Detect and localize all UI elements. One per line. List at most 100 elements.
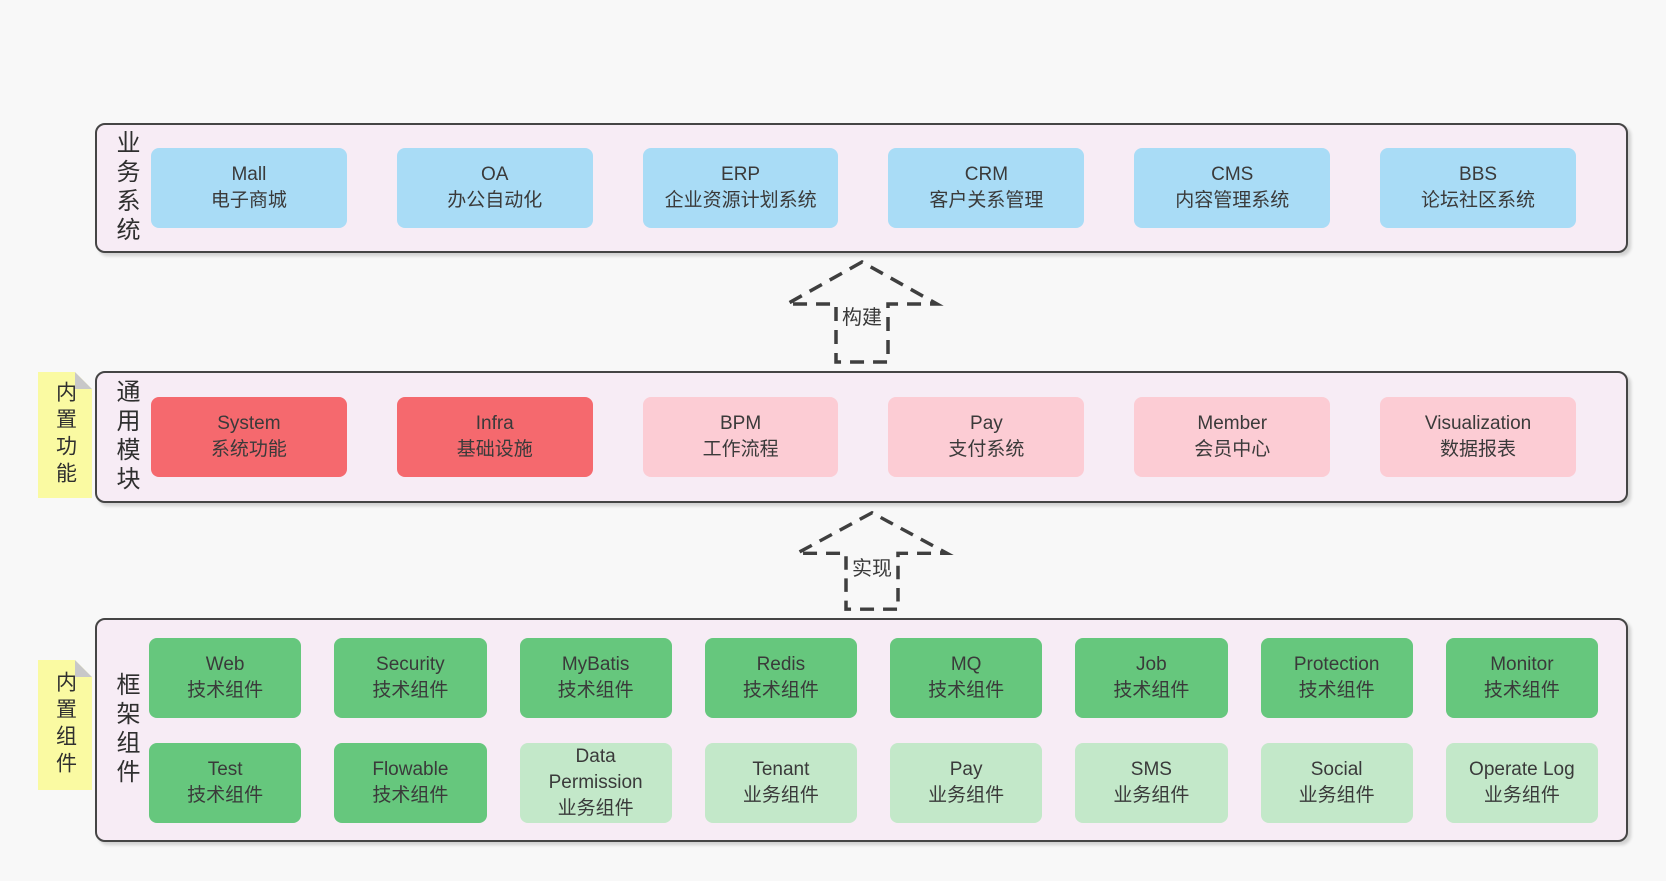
- arrow-build: 构建: [777, 256, 947, 368]
- folded-corner-icon: [75, 660, 92, 677]
- arrow-implement: 实现: [787, 507, 957, 615]
- arrow-build-label: 构建: [839, 300, 885, 331]
- component-desc: 技术组件: [557, 679, 634, 701]
- component-name: Flowable: [372, 758, 449, 780]
- component-box-test: Test 技术组件: [149, 742, 302, 823]
- component-box-tenant: Tenant 业务组件: [704, 742, 857, 823]
- up-arrow-icon: [790, 510, 954, 611]
- component-box-oa: OA 办公自动化: [396, 148, 593, 228]
- component-desc: 技术组件: [372, 784, 449, 806]
- component-desc: 办公自动化: [447, 190, 543, 211]
- component-desc: 技术组件: [372, 679, 449, 701]
- component-desc: 客户关系管理: [929, 190, 1044, 211]
- component-desc: 业务组件: [928, 784, 1005, 806]
- component-box-member: Member 会员中心: [1134, 397, 1331, 477]
- component-name: CRM: [964, 164, 1009, 185]
- component-desc: 业务组件: [1298, 784, 1375, 806]
- component-desc: 论坛社区系统: [1421, 190, 1536, 211]
- tag-built-in-components-label: 内置组件: [53, 671, 77, 779]
- component-box-protection: Protection 技术组件: [1260, 637, 1413, 718]
- component-desc: 会员中心: [1194, 439, 1271, 460]
- panel-business-systems: 业务系统 Mall 电子商城 OA 办公自动化 ERP 企业资源计划系统 CRM 客户关系管理…: [95, 123, 1628, 253]
- component-box-system: System 系统功能: [151, 397, 347, 477]
- component-desc: 技术组件: [928, 679, 1005, 701]
- component-box-flowable: Flowable 技术组件: [334, 742, 487, 823]
- component-desc: 技术组件: [742, 679, 819, 701]
- component-name: MQ: [950, 653, 982, 675]
- component-name: Redis: [756, 653, 806, 675]
- component-box-bbs: BBS 论坛社区系统: [1380, 148, 1576, 228]
- component-name: Job: [1136, 653, 1167, 675]
- layer-label-framework-components: 框架组件: [112, 672, 139, 788]
- component-name: OA: [481, 164, 509, 185]
- tag-built-in-features: 内置功能: [38, 372, 92, 498]
- component-desc: 业务组件: [742, 784, 819, 806]
- component-box-pay: Pay 业务组件: [890, 742, 1043, 823]
- component-name: Monitor: [1490, 653, 1554, 675]
- component-desc: 数据报表: [1440, 439, 1517, 460]
- component-box-sms: SMS 业务组件: [1075, 742, 1228, 823]
- up-arrow-icon: [780, 259, 944, 364]
- component-box-web: Web 技术组件: [149, 637, 302, 718]
- component-desc: 业务组件: [1483, 784, 1560, 806]
- component-desc: 技术组件: [187, 784, 264, 806]
- component-name: Test: [207, 758, 243, 780]
- component-desc: 业务组件: [1113, 784, 1190, 806]
- component-name: Mall: [231, 164, 267, 185]
- tag-built-in-components: 内置组件: [38, 660, 92, 790]
- component-desc: 内容管理系统: [1175, 190, 1290, 211]
- component-desc: 电子商城: [210, 190, 287, 211]
- folded-corner-icon: [75, 372, 92, 389]
- component-box-monitor: Monitor 技术组件: [1445, 637, 1598, 718]
- component-desc: 技术组件: [1483, 679, 1560, 701]
- component-box-cms: CMS 内容管理系统: [1134, 148, 1331, 228]
- component-box-visualization: Visualization 数据报表: [1380, 397, 1576, 477]
- component-box-erp: ERP 企业资源计划系统: [642, 148, 839, 228]
- component-name: Pay: [970, 413, 1003, 434]
- component-name: SMS: [1130, 758, 1172, 780]
- component-name: BPM: [719, 413, 762, 434]
- component-name: Operate Log: [1469, 758, 1575, 780]
- component-box-crm: CRM 客户关系管理: [888, 148, 1085, 228]
- component-name: Social: [1310, 758, 1363, 780]
- component-name: System: [217, 413, 281, 434]
- component-name: MyBatis: [561, 653, 630, 675]
- component-name: ERP: [721, 164, 761, 185]
- component-box-data-permission: Data Permission 业务组件: [519, 742, 672, 823]
- component-desc: 系统功能: [210, 439, 287, 460]
- component-box-job: Job 技术组件: [1075, 637, 1228, 718]
- component-name: Tenant: [752, 758, 810, 780]
- component-name: Data Permission: [548, 745, 643, 793]
- component-name: BBS: [1459, 164, 1498, 185]
- component-name: Pay: [949, 758, 983, 780]
- business-systems-boxes: Mall 电子商城 OA 办公自动化 ERP 企业资源计划系统 CRM 客户关系管理 CMS 内容…: [137, 148, 1626, 228]
- component-box-mall: Mall 电子商城: [151, 148, 347, 228]
- component-box-social: Social 业务组件: [1260, 742, 1413, 823]
- layer-label-business-systems: 业务系统: [112, 130, 139, 246]
- component-name: Member: [1197, 413, 1268, 434]
- component-name: Web: [205, 653, 245, 675]
- component-desc: 技术组件: [1298, 679, 1375, 701]
- component-desc: 技术组件: [1113, 679, 1190, 701]
- layer-label-common-modules: 通用模块: [112, 379, 139, 495]
- component-desc: 业务组件: [557, 797, 634, 819]
- component-box-operate-log: Operate Log 业务组件: [1445, 742, 1598, 823]
- component-desc: 技术组件: [187, 679, 264, 701]
- component-name: Protection: [1293, 653, 1380, 675]
- component-desc: 企业资源计划系统: [664, 190, 817, 211]
- component-desc: 支付系统: [948, 439, 1025, 460]
- tag-built-in-features-label: 内置功能: [53, 381, 77, 489]
- component-name: Visualization: [1424, 413, 1532, 434]
- arrow-implement-label: 实现: [849, 551, 895, 582]
- component-desc: 工作流程: [702, 439, 779, 460]
- component-name: CMS: [1211, 164, 1254, 185]
